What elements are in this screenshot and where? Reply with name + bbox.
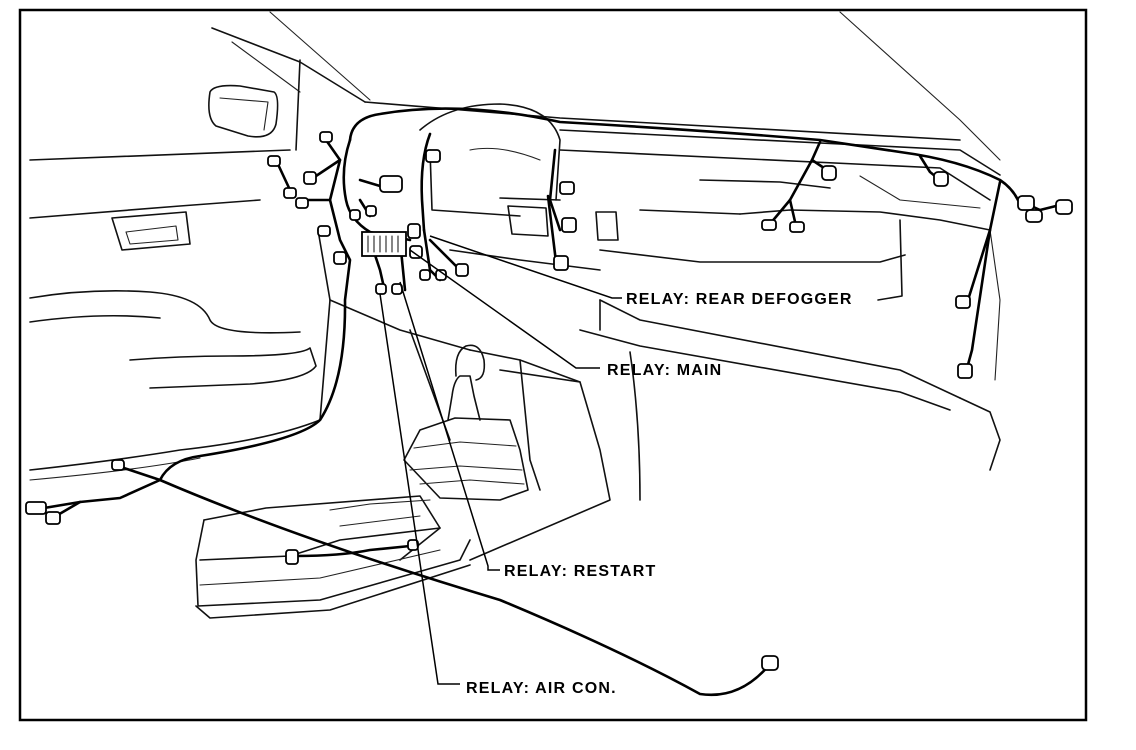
leader-restart: [399, 281, 500, 571]
diagram-frame: [18, 8, 1088, 722]
leader-rear-defogger: [429, 235, 622, 299]
leader-main: [409, 249, 600, 369]
label-relay-air-con: RELAY: AIR CON.: [466, 680, 617, 697]
label-relay-rear-defogger: RELAY: REAR DEFOGGER: [626, 291, 853, 308]
connectors: [25, 131, 1073, 671]
leader-air-con: [379, 293, 460, 685]
relay-box: [361, 231, 407, 257]
leader-lines: [379, 235, 622, 685]
car-body-outline: [29, 11, 1001, 619]
label-relay-restart: RELAY: RESTART: [504, 563, 657, 580]
label-relay-main: RELAY: MAIN: [607, 362, 722, 379]
